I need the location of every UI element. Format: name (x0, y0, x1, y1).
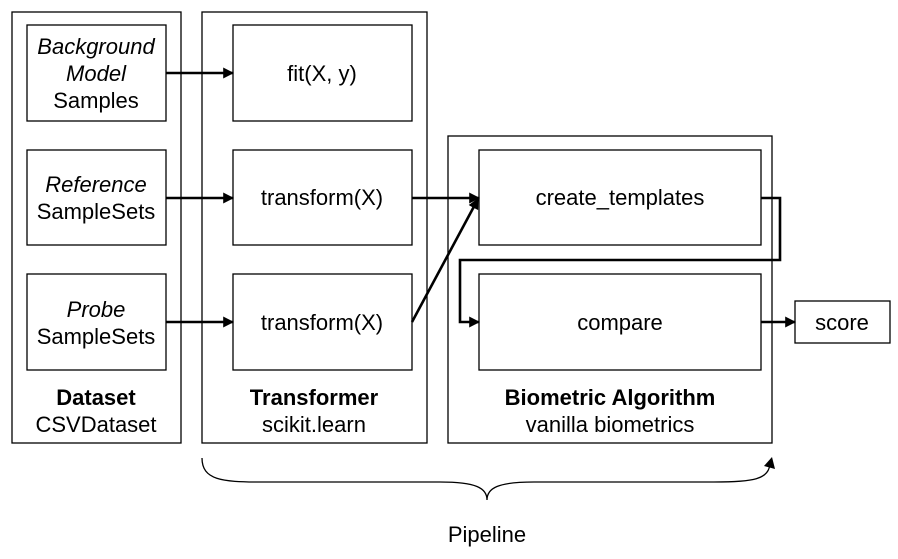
transformer-title: Transformer (250, 385, 379, 410)
fit-step-label: fit(X, y) (287, 61, 357, 86)
arrow-probe-transform-to-create-templates (410, 198, 480, 323)
background-model-label-line1: Background (37, 34, 155, 59)
transform-probe-step-label: transform(X) (261, 310, 383, 335)
flow-arrows (166, 67, 797, 328)
pipeline-brace-arrowhead (764, 457, 775, 469)
biometric-algorithm-group: create_templates compare Biometric Algor… (447, 135, 773, 444)
arrow-templates-to-compare (458, 196, 782, 328)
transformer-group: fit(X, y) transform(X) transform(X) Tran… (201, 11, 428, 444)
compare-step-box: compare (478, 273, 762, 371)
fit-step-box: fit(X, y) (232, 24, 413, 122)
biometric-algorithm-subtitle: vanilla biometrics (526, 412, 695, 437)
pipeline-brace: Pipeline (201, 457, 775, 547)
background-model-samples-box: Background Model Samples (26, 24, 167, 122)
pipeline-brace-curve (201, 457, 771, 501)
create-templates-step-box: create_templates (478, 149, 762, 246)
reference-samplesets-box: Reference SampleSets (26, 149, 167, 246)
dataset-title: Dataset (56, 385, 136, 410)
score-output-box: score (794, 300, 891, 344)
background-model-label-line3: Samples (53, 88, 139, 113)
compare-step-label: compare (577, 310, 663, 335)
create-templates-step-label: create_templates (536, 185, 705, 210)
transform-reference-step-label: transform(X) (261, 185, 383, 210)
dataset-group: Background Model Samples Reference Sampl… (11, 11, 182, 444)
transform-probe-step-box: transform(X) (232, 273, 413, 371)
probe-samplesets-box: Probe SampleSets (26, 273, 167, 371)
reference-label-line2: SampleSets (37, 199, 156, 224)
probe-label-line1: Probe (67, 297, 126, 322)
biometric-algorithm-title: Biometric Algorithm (505, 385, 716, 410)
dataset-subtitle: CSVDataset (35, 412, 156, 437)
score-label: score (815, 310, 869, 335)
probe-label-line2: SampleSets (37, 324, 156, 349)
transform-reference-step-box: transform(X) (232, 149, 413, 246)
background-model-label-line2: Model (66, 61, 127, 86)
reference-label-line1: Reference (45, 172, 147, 197)
pipeline-label: Pipeline (448, 522, 526, 547)
transformer-subtitle: scikit.learn (262, 412, 366, 437)
